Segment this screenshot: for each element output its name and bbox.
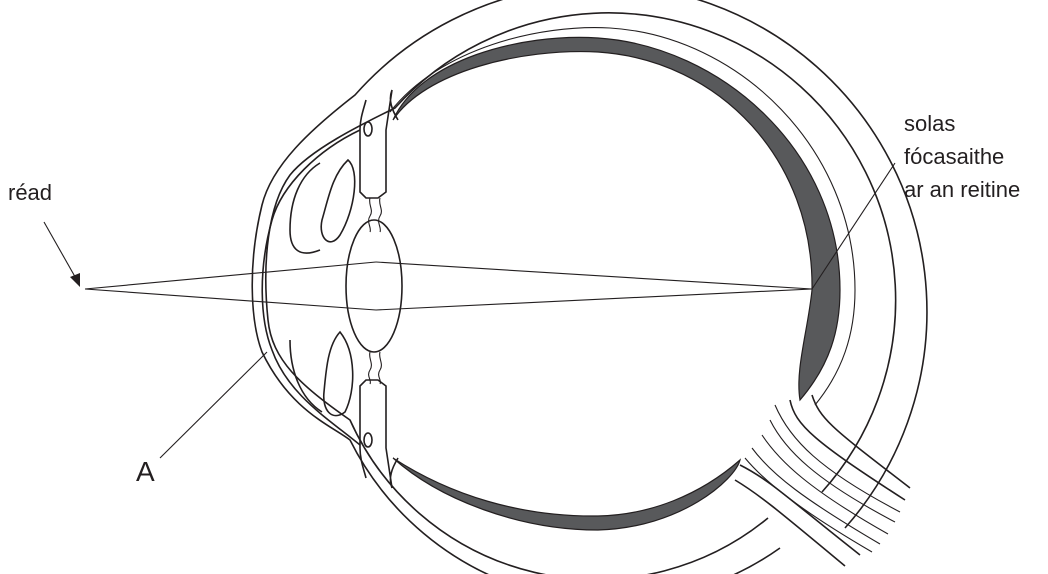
- iris-upper-fiber: [369, 198, 382, 232]
- ray-upper-front: [85, 262, 376, 289]
- ray-upper-back: [376, 262, 812, 289]
- canal-upper: [364, 122, 372, 136]
- focus-label-line2: fócasaithe: [904, 144, 1004, 169]
- ray-lower-front: [85, 289, 376, 310]
- part-a-leader-line: [160, 352, 267, 458]
- retina: [393, 37, 840, 400]
- focus-label-line1: solas: [904, 111, 955, 136]
- ciliary-upper: [360, 90, 398, 198]
- focus-label-line3: ar an reitine: [904, 177, 1020, 202]
- object-arrow-line: [44, 222, 78, 282]
- sclera-inner: [266, 13, 896, 574]
- part-a-label: A: [136, 456, 155, 487]
- object-label: réad: [8, 180, 52, 205]
- anterior-chamber-upper: [290, 163, 320, 253]
- canal-lower: [364, 433, 372, 447]
- ray-lower-back: [376, 289, 812, 310]
- optic-nerve-fibers: [745, 405, 900, 552]
- optic-nerve-outer-bottom: [735, 480, 845, 566]
- choroid-line: [390, 28, 855, 405]
- optic-nerve-outer-top: [812, 395, 910, 488]
- object-arrowhead: [70, 273, 80, 287]
- posterior-chamber-upper: [321, 160, 354, 242]
- light-rays: [85, 262, 812, 310]
- lens: [346, 220, 402, 352]
- retina-lower: [393, 458, 740, 530]
